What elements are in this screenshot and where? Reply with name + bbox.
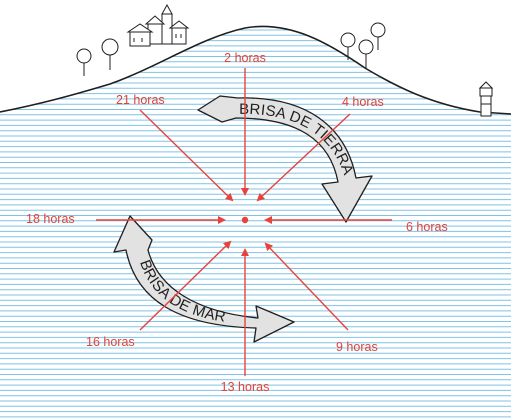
hour-label-21: 21 horas	[116, 93, 165, 107]
hour-label-18: 18 horas	[26, 212, 75, 226]
center-point	[242, 217, 248, 223]
hour-label-2: 2 horas	[224, 51, 266, 65]
hour-label-16: 16 horas	[86, 335, 135, 349]
hour-label-13: 13 horas	[221, 380, 270, 394]
hour-label-9: 9 horas	[336, 340, 378, 354]
village-icon	[128, 5, 188, 46]
wind-arrow-21h	[140, 110, 232, 200]
hour-label-4: 4 horas	[342, 95, 384, 109]
hour-label-6: 6 horas	[406, 220, 448, 234]
lighthouse-icon	[480, 82, 492, 116]
